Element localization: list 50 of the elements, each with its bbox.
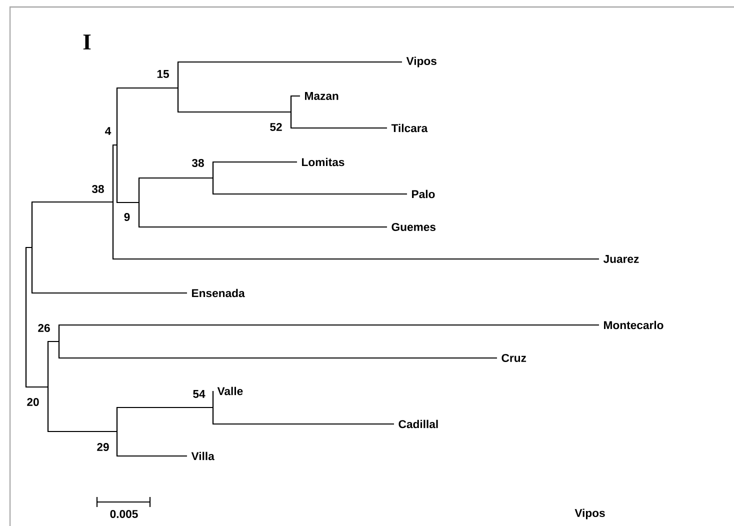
node-label: 52: [270, 123, 282, 132]
taxon-label: Cadillal: [398, 420, 438, 428]
node-label: 38: [92, 184, 104, 194]
node-label: 20: [27, 398, 39, 406]
tree-branch: [116, 432, 187, 457]
taxon-label: Vipos: [406, 56, 436, 68]
tree-branch: [58, 324, 599, 342]
tree-branch: [116, 87, 178, 145]
node-label: 29: [97, 443, 109, 452]
tree-branch: [47, 340, 59, 387]
taxon-label: Palo: [412, 190, 435, 198]
tree-branch: [212, 161, 297, 178]
tree-branch: [58, 342, 497, 359]
tree-branch: [212, 408, 394, 425]
taxon-label: Valle: [217, 386, 243, 396]
tree-branch: [290, 95, 300, 112]
tree-branch: [116, 406, 213, 432]
tree-branch: [25, 246, 32, 316]
node-label: 15: [157, 70, 169, 78]
node-label: 38: [192, 158, 204, 168]
tree-branch: [177, 61, 402, 88]
taxon-label: Lomitas: [302, 158, 344, 166]
tree-branch: [25, 316, 48, 388]
tree-branch: [116, 145, 139, 204]
tree-branch: [138, 202, 387, 228]
node-label: 26: [38, 324, 50, 332]
tree-branch: [112, 144, 117, 202]
taxon-label: Mazan: [305, 92, 338, 100]
node-label: 9: [124, 213, 130, 222]
taxon-label: Ensenada: [192, 288, 245, 298]
taxon-label: Juarez: [603, 255, 639, 263]
taxon-label: Villa: [191, 452, 214, 460]
taxon-label: Cruz: [502, 354, 526, 362]
node-label: 54: [193, 390, 206, 398]
tree-branch: [47, 387, 117, 432]
taxon-label: Vipos: [574, 508, 605, 520]
taxon-label: Guemes: [392, 223, 436, 231]
tree-branch: [31, 248, 187, 294]
tree-branch: [212, 391, 214, 408]
title: I: [83, 34, 91, 50]
tree-branch: [112, 202, 599, 260]
taxon-label: Tilcara: [391, 124, 428, 132]
scale-label: 0.005: [110, 510, 138, 518]
tree-branch: [290, 112, 387, 129]
tree-branch: [177, 88, 291, 113]
tree-branch: [138, 177, 213, 202]
node-label: 4: [105, 127, 112, 135]
taxon-label: Montecarlo: [604, 320, 664, 330]
tree-branch: [31, 201, 113, 248]
tree-branch: [212, 178, 407, 195]
